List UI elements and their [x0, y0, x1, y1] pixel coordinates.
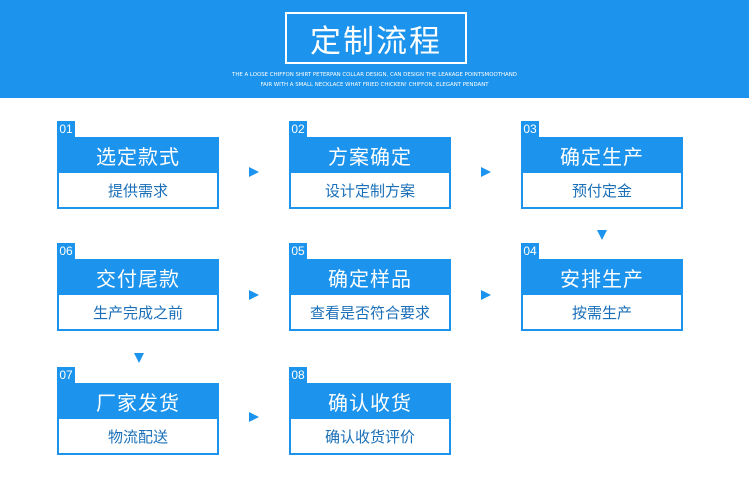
step-title: 确认收货	[289, 383, 451, 419]
step-title: 安排生产	[521, 259, 683, 295]
step-card-06: 06 交付尾款 生产完成之前	[57, 243, 219, 331]
step-desc: 提供需求	[57, 173, 219, 209]
step-number: 05	[289, 243, 307, 259]
triangle-down-icon	[134, 353, 144, 363]
step-number: 03	[521, 121, 539, 137]
step-card-08: 08 确认收货 确认收货评价	[289, 367, 451, 455]
step-card-01: 01 选定款式 提供需求	[57, 121, 219, 209]
step-card-05: 05 确定样品 查看是否符合要求	[289, 243, 451, 331]
title-box: 定制流程	[285, 12, 467, 64]
step-number: 06	[57, 243, 75, 259]
header-banner: 定制流程 THE A LOOSE CHIFFON SHIRT PETERPAN …	[0, 0, 749, 98]
step-title: 交付尾款	[57, 259, 219, 295]
step-number: 01	[57, 121, 75, 137]
step-card-04: 04 安排生产 按需生产	[521, 243, 683, 331]
step-number: 02	[289, 121, 307, 137]
triangle-right-icon	[481, 290, 491, 300]
triangle-right-icon	[249, 167, 259, 177]
triangle-right-icon	[481, 167, 491, 177]
step-title: 方案确定	[289, 137, 451, 173]
step-number: 08	[289, 367, 307, 383]
step-desc: 预付定金	[521, 173, 683, 209]
step-desc: 物流配送	[57, 419, 219, 455]
step-title: 确定生产	[521, 137, 683, 173]
step-title: 厂家发货	[57, 383, 219, 419]
subtitle-line-2: FAIR WITH A SMALL NECKLACE WHAT FRIED CH…	[260, 81, 489, 88]
triangle-right-icon	[249, 290, 259, 300]
step-card-07: 07 厂家发货 物流配送	[57, 367, 219, 455]
step-desc: 按需生产	[521, 295, 683, 331]
step-number: 07	[57, 367, 75, 383]
triangle-right-icon	[249, 412, 259, 422]
page-title: 定制流程	[310, 23, 442, 60]
step-desc: 生产完成之前	[57, 295, 219, 331]
step-title: 确定样品	[289, 259, 451, 295]
triangle-down-icon	[597, 230, 607, 240]
subtitle-line-1: THE A LOOSE CHIFFON SHIRT PETERPAN COLLA…	[232, 71, 517, 78]
step-desc: 确认收货评价	[289, 419, 451, 455]
step-title: 选定款式	[57, 137, 219, 173]
step-card-03: 03 确定生产 预付定金	[521, 121, 683, 209]
step-card-02: 02 方案确定 设计定制方案	[289, 121, 451, 209]
step-desc: 查看是否符合要求	[289, 295, 451, 331]
step-desc: 设计定制方案	[289, 173, 451, 209]
step-number: 04	[521, 243, 539, 259]
